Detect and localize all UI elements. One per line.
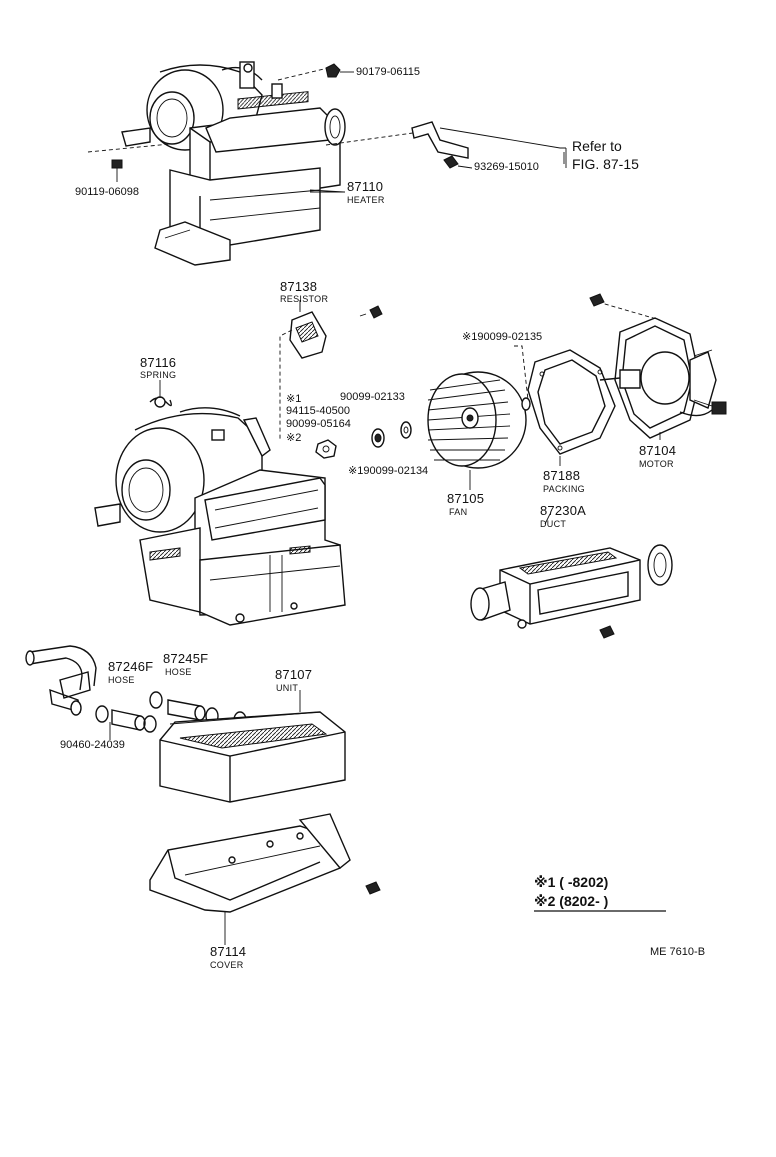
legend-note1: ※1 ( -8202) — [534, 874, 609, 890]
washer-90099-02134 — [400, 421, 412, 439]
leader-lines — [109, 152, 661, 945]
heater-number: 87110 — [347, 179, 384, 194]
bracket-refer — [411, 121, 567, 168]
spring-name: SPRING — [140, 370, 177, 380]
bolt-90179 — [325, 63, 354, 78]
duct-name: DUCT — [540, 519, 567, 529]
hose-87245F — [167, 699, 206, 721]
pipe-assembly — [25, 645, 97, 716]
hose-87246F — [111, 709, 146, 731]
heater-case-middle — [94, 407, 346, 626]
legend-underline — [534, 910, 666, 912]
nut-middle — [315, 439, 337, 459]
resistor-part — [279, 300, 327, 440]
screw-small-2 — [589, 293, 605, 307]
packing-number: 87188 — [543, 468, 581, 483]
spring-number: 87116 — [140, 355, 177, 370]
resistor-number: 87138 — [280, 279, 318, 294]
cover-name: COVER — [210, 960, 244, 970]
washer-90099-02135 — [514, 345, 531, 411]
blower-motor — [597, 301, 727, 439]
fan-wheel — [427, 371, 527, 469]
heater-unit-core — [159, 711, 346, 803]
screw-bracket-label: 93269-15010 — [474, 161, 539, 173]
motor-number: 87104 — [639, 443, 677, 458]
duct-part — [470, 544, 673, 629]
hose2-number: 87245F — [163, 651, 209, 666]
note2-mark: ※2 — [286, 432, 302, 444]
fan-number: 87105 — [447, 491, 485, 506]
packing-name: PACKING — [543, 484, 585, 494]
resistor-name: RESISTOR — [280, 294, 329, 304]
spring-part — [149, 396, 173, 408]
nut-02133-label: 90099-02133 — [340, 391, 405, 403]
screw-small-4 — [365, 881, 381, 895]
heater-name: HEATER — [347, 195, 385, 205]
washer-02135-label: ※190099-02135 — [462, 331, 543, 343]
screw-left-label: 90119-06098 — [75, 186, 140, 198]
clamp-label: 90460-24039 — [60, 739, 125, 751]
reference-code: ME 7610-B — [650, 946, 706, 958]
unit-name: UNIT — [276, 683, 299, 693]
screw-small-3 — [599, 625, 615, 639]
cover-part — [149, 813, 351, 913]
refer-text-2: FIG. 87-15 — [572, 156, 639, 172]
duct-number: 87230A — [540, 503, 587, 518]
screw-small-1 — [359, 305, 383, 319]
unit-number: 87107 — [275, 667, 313, 682]
bolt-top-label: 90179-06115 — [356, 66, 421, 78]
screw-93269 — [443, 155, 473, 169]
fan-name: FAN — [449, 507, 468, 517]
cover-number: 87114 — [210, 944, 247, 959]
refer-text-1: Refer to — [572, 138, 622, 154]
motor-name: MOTOR — [639, 459, 674, 469]
washer-02134-label: ※190099-02134 — [348, 465, 429, 477]
hose1-number: 87246F — [108, 659, 154, 674]
packing-gasket — [527, 349, 616, 455]
screw-90119 — [111, 159, 123, 182]
legend-note2: ※2 (8202- ) — [534, 893, 609, 909]
part-90099-05164-label: 90099-05164 — [286, 418, 351, 430]
nut-90099-02133 — [371, 428, 385, 448]
hose2-name: HOSE — [165, 667, 192, 677]
part-94115-label: 94115-40500 — [286, 405, 351, 417]
note1-mark: ※1 — [286, 393, 302, 405]
heater-assembly-top — [87, 61, 421, 266]
hose1-name: HOSE — [108, 675, 135, 685]
